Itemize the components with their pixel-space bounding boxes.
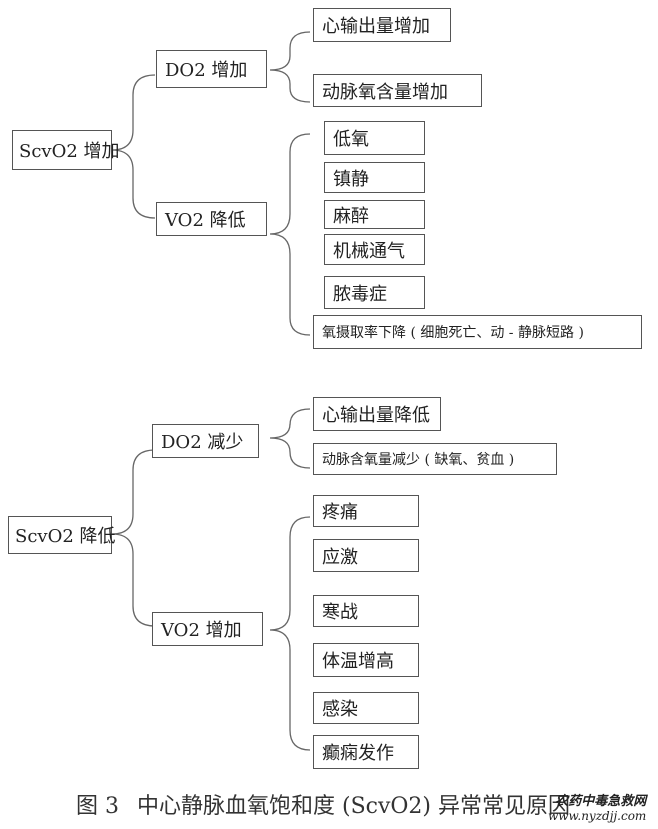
leaf-label: 寒战 [322,602,358,623]
leaf-label: 动脉氧含量增加 [322,81,448,103]
leaf-label: 动脉含氧量减少 ( 缺氧、贫血 ) [322,452,515,468]
leaf-label: 体温增高 [322,651,394,672]
leaf-node: 应激 [313,539,419,572]
leaf-node: 疼痛 [313,495,419,527]
leaf-label: 麻醉 [333,205,369,227]
caption-text: 中心静脉血氧饱和度 (ScvO2) 异常常见原因 [137,794,571,819]
leaf-label: 氧摄取率下降 ( 细胞死亡、动 - 静脉短路 ) [322,325,584,341]
branch-node-vo2-decrease: VO2 降低 [156,202,267,236]
branch-label: VO2 增加 [161,620,242,641]
leaf-node: 氧摄取率下降 ( 细胞死亡、动 - 静脉短路 ) [313,315,642,349]
leaf-label: 疼痛 [322,502,358,523]
leaf-node: 动脉含氧量减少 ( 缺氧、贫血 ) [313,443,557,475]
branch-label: VO2 降低 [165,210,246,231]
branch-node-do2-increase: DO2 增加 [156,50,267,88]
leaf-node: 感染 [313,692,419,724]
leaf-node: 癫痫发作 [313,735,419,769]
figure-caption: 图 3 中心静脉血氧饱和度 (ScvO2) 异常常见原因 [76,788,570,820]
root-label: ScvO2 增加 [19,141,120,162]
leaf-label: 机械通气 [333,240,405,262]
figure-number: 图 3 [76,794,119,819]
leaf-node: 动脉氧含量增加 [313,74,482,107]
leaf-node: 脓毒症 [324,276,425,309]
root-node-scvo2-increase: ScvO2 增加 [12,130,120,170]
branch-node-vo2-increase: VO2 增加 [152,612,263,646]
leaf-label: 心输出量降低 [322,405,430,426]
leaf-node: 寒战 [313,595,419,627]
root-node-scvo2-decrease: ScvO2 降低 [8,516,116,554]
leaf-node: 心输出量降低 [313,397,441,431]
leaf-node: 麻醉 [324,200,425,229]
watermark-url: www.nyzdjj.com [548,809,647,823]
leaf-node: 机械通气 [324,234,425,265]
leaf-label: 心输出量增加 [322,16,430,37]
leaf-label: 应激 [322,546,358,568]
root-label: ScvO2 降低 [15,526,116,547]
leaf-node: 体温增高 [313,643,419,677]
leaf-label: 癫痫发作 [322,743,394,764]
leaf-label: 镇静 [333,168,369,190]
leaf-node: 镇静 [324,162,425,193]
branch-label: DO2 减少 [161,432,244,453]
leaf-label: 脓毒症 [333,283,387,305]
leaf-node: 心输出量增加 [313,8,451,42]
branch-label: DO2 增加 [165,60,248,81]
leaf-label: 低氧 [333,129,369,150]
watermark-title: 农药中毒急救网 [555,794,647,809]
branch-node-do2-decrease: DO2 减少 [152,424,259,458]
watermark: 农药中毒急救网 www.nyzdjj.com [548,794,647,824]
leaf-node: 低氧 [324,121,425,155]
leaf-label: 感染 [322,699,358,720]
